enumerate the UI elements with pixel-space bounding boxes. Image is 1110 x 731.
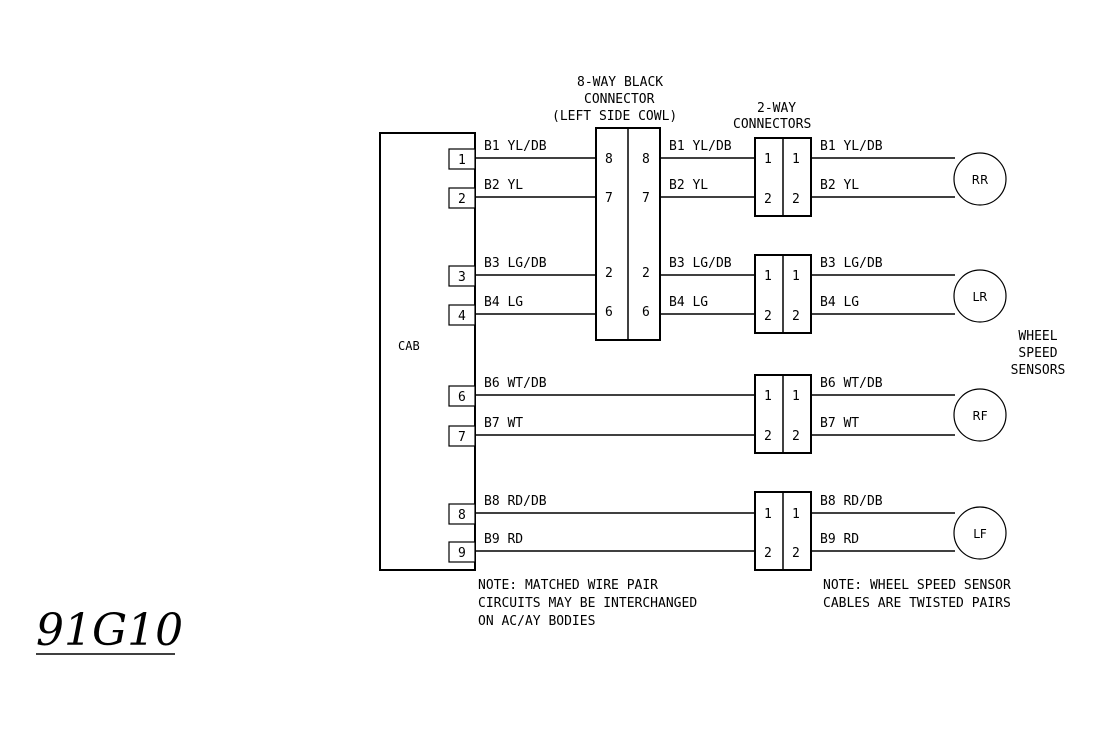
sensor-rf <box>953 388 1007 442</box>
sensor-lr-label: LR <box>972 290 987 304</box>
wire-label-b4: B4 LG <box>484 295 523 310</box>
sensor-lf <box>953 506 1007 560</box>
sensor-lr <box>953 269 1007 323</box>
wire-label-b8: B8 RD/DB <box>484 494 547 509</box>
sensor-rr-label: RR <box>972 173 989 187</box>
wire-label-b6: B6 WT/DB <box>484 376 547 391</box>
cab-pin-2-label: 2 <box>458 192 466 207</box>
note-left-line: NOTE: MATCHED WIRE PAIR <box>478 578 658 593</box>
connector-8way: 8-WAY BLACK CONNECTOR (LEFT SIDE COWL) 8… <box>552 75 677 341</box>
c8-left-pin: 2 <box>605 266 613 281</box>
c2-pin: 1 <box>764 507 772 522</box>
cab-pin-7-label: 7 <box>458 430 466 445</box>
cab-pin-8-label: 8 <box>458 508 466 523</box>
c2-pin: 2 <box>764 546 772 561</box>
connector-8way-title-1: 8-WAY BLACK <box>577 75 663 90</box>
connector-8way-title-2: CONNECTOR <box>584 92 655 107</box>
cab-pin-2 <box>448 187 476 209</box>
c8-left-pin: 7 <box>605 191 613 206</box>
c8-right-pin: 8 <box>642 152 650 167</box>
connector-2way-lr: 1 1 2 2 <box>754 254 812 334</box>
cab-pin-6 <box>448 385 476 407</box>
connector-2way-rr: 1 1 2 2 <box>754 137 812 217</box>
notes: NOTE: MATCHED WIRE PAIR CIRCUITS MAY BE … <box>478 578 1011 629</box>
c2-pin: 1 <box>792 507 800 522</box>
cab-pin-8 <box>448 503 476 525</box>
connector-2way-lf: 1 1 2 2 <box>754 491 812 571</box>
c2-pin: 1 <box>764 269 772 284</box>
connector-2way-rf: 1 1 2 2 <box>754 374 812 454</box>
wire-label-b1: B1 YL/DB <box>484 139 547 154</box>
cab-pin-1-label: 1 <box>458 153 466 168</box>
cab-pin-7 <box>448 425 476 447</box>
c2-pin: 1 <box>792 269 800 284</box>
c8-right-pin: 7 <box>642 191 650 206</box>
note-left-line: CIRCUITS MAY BE INTERCHANGED <box>478 596 697 611</box>
wire-label-b3: B3 LG/DB <box>484 256 547 271</box>
cab-label: CAB <box>398 339 420 353</box>
sensor-rf-label: RF <box>972 409 987 423</box>
wire-label-b8: B8 RD/DB <box>820 494 883 509</box>
cab-pins: 1 2 3 4 6 7 8 9 <box>448 148 476 563</box>
sensor-rr <box>953 152 1007 206</box>
note-right-line: NOTE: WHEEL SPEED SENSOR <box>823 578 1011 593</box>
sensor-lf-label: LF <box>973 527 987 541</box>
wire-label-b7: B7 WT <box>820 416 859 431</box>
wires <box>475 157 955 552</box>
cab-pin-4 <box>448 304 476 326</box>
wire-label-b9: B9 RD <box>484 532 523 547</box>
cab-pin-3 <box>448 265 476 287</box>
wire-label-b3: B3 LG/DB <box>820 256 883 271</box>
wire-label-b2: B2 YL <box>484 178 523 193</box>
c2-pin: 2 <box>792 192 800 207</box>
wire-label-b4: B4 LG <box>820 295 859 310</box>
sensors-title-1: WHEEL <box>1018 329 1057 344</box>
c2-pin: 2 <box>792 429 800 444</box>
wire-label-b4: B4 LG <box>669 295 708 310</box>
c2-pin: 2 <box>792 309 800 324</box>
cab-pin-4-label: 4 <box>458 309 466 324</box>
cab-pin-6-label: 6 <box>458 390 466 405</box>
wire-label-b2: B2 YL <box>820 178 859 193</box>
c2-pin: 2 <box>764 429 772 444</box>
wire-label-b9: B9 RD <box>820 532 859 547</box>
cab-pin-3-label: 3 <box>458 270 466 285</box>
wheel-speed-sensors: RR LR RF LF WHEEL SPEED SENSORS <box>953 152 1066 560</box>
c2-pin: 1 <box>792 389 800 404</box>
c2-pin: 1 <box>792 152 800 167</box>
cab-pin-1 <box>448 148 476 170</box>
wire-label-b2: B2 YL <box>669 178 708 193</box>
c8-right-pin: 6 <box>642 305 650 320</box>
c2-pin: 1 <box>764 152 772 167</box>
note-left-line: ON AC/AY BODIES <box>478 614 595 629</box>
cab-pin-9 <box>448 541 476 563</box>
cab-pin-9-label: 9 <box>458 546 466 561</box>
wire-labels: B1 YL/DB B2 YL B3 LG/DB B4 LG B1 YL/DB B… <box>484 139 883 547</box>
wire-label-b1: B1 YL/DB <box>669 139 732 154</box>
wire-label-b7: B7 WT <box>484 416 523 431</box>
wire-label-b6: B6 WT/DB <box>820 376 883 391</box>
sensors-title-2: SPEED <box>1018 346 1057 361</box>
sensors-title-3: SENSORS <box>1011 363 1066 378</box>
wire-label-b1: B1 YL/DB <box>820 139 883 154</box>
c2-pin: 2 <box>792 546 800 561</box>
wire-label-b3: B3 LG/DB <box>669 256 732 271</box>
figure-id: 91G10 <box>36 605 183 656</box>
connector-8way-title-3: (LEFT SIDE COWL) <box>552 109 677 124</box>
c8-left-pin: 8 <box>605 152 613 167</box>
c2-pin: 1 <box>764 389 772 404</box>
c2-pin: 2 <box>764 192 772 207</box>
note-right-line: CABLES ARE TWISTED PAIRS <box>823 596 1011 611</box>
c8-right-pin: 2 <box>642 266 650 281</box>
connectors-2way-title-2: CONNECTORS <box>733 117 811 132</box>
c2-pin: 2 <box>764 309 772 324</box>
connectors-2way-title-1: 2-WAY <box>757 101 796 116</box>
c8-left-pin: 6 <box>605 305 613 320</box>
